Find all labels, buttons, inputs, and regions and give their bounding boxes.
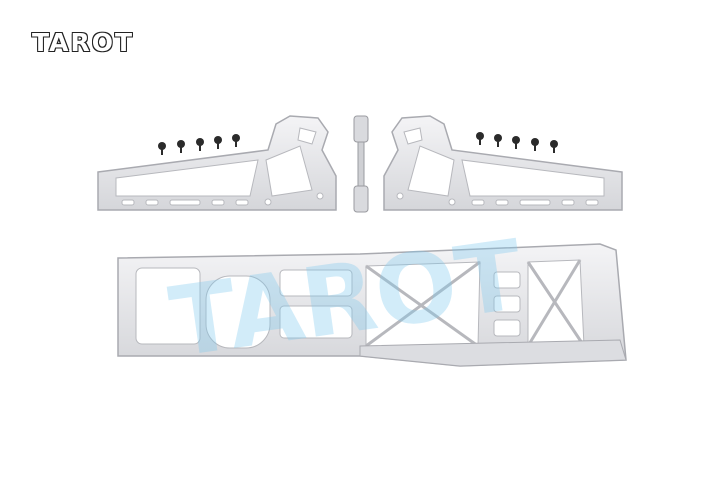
standoff-rod [353, 115, 369, 213]
main-frame-plate [117, 243, 627, 367]
right-side-bracket [383, 115, 623, 211]
screw-set-right [476, 132, 558, 153]
screw-set-left [158, 134, 240, 155]
brand-logo: TAROT [31, 27, 135, 58]
left-side-bracket [97, 115, 337, 211]
